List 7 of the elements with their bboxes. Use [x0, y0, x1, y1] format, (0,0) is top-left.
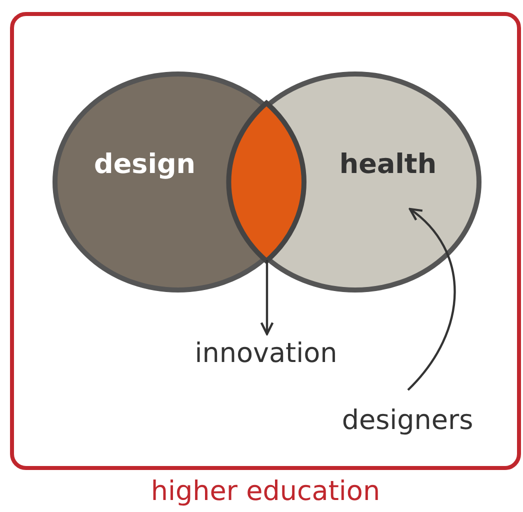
- text-label: designers: [342, 405, 474, 436]
- set-label: health: [338, 149, 438, 181]
- region-heading: higher education: [150, 476, 380, 508]
- arrow: [260, 260, 274, 336]
- arrow: [407, 208, 456, 391]
- text-label: innovation: [194, 338, 338, 369]
- set-label: design: [94, 149, 194, 181]
